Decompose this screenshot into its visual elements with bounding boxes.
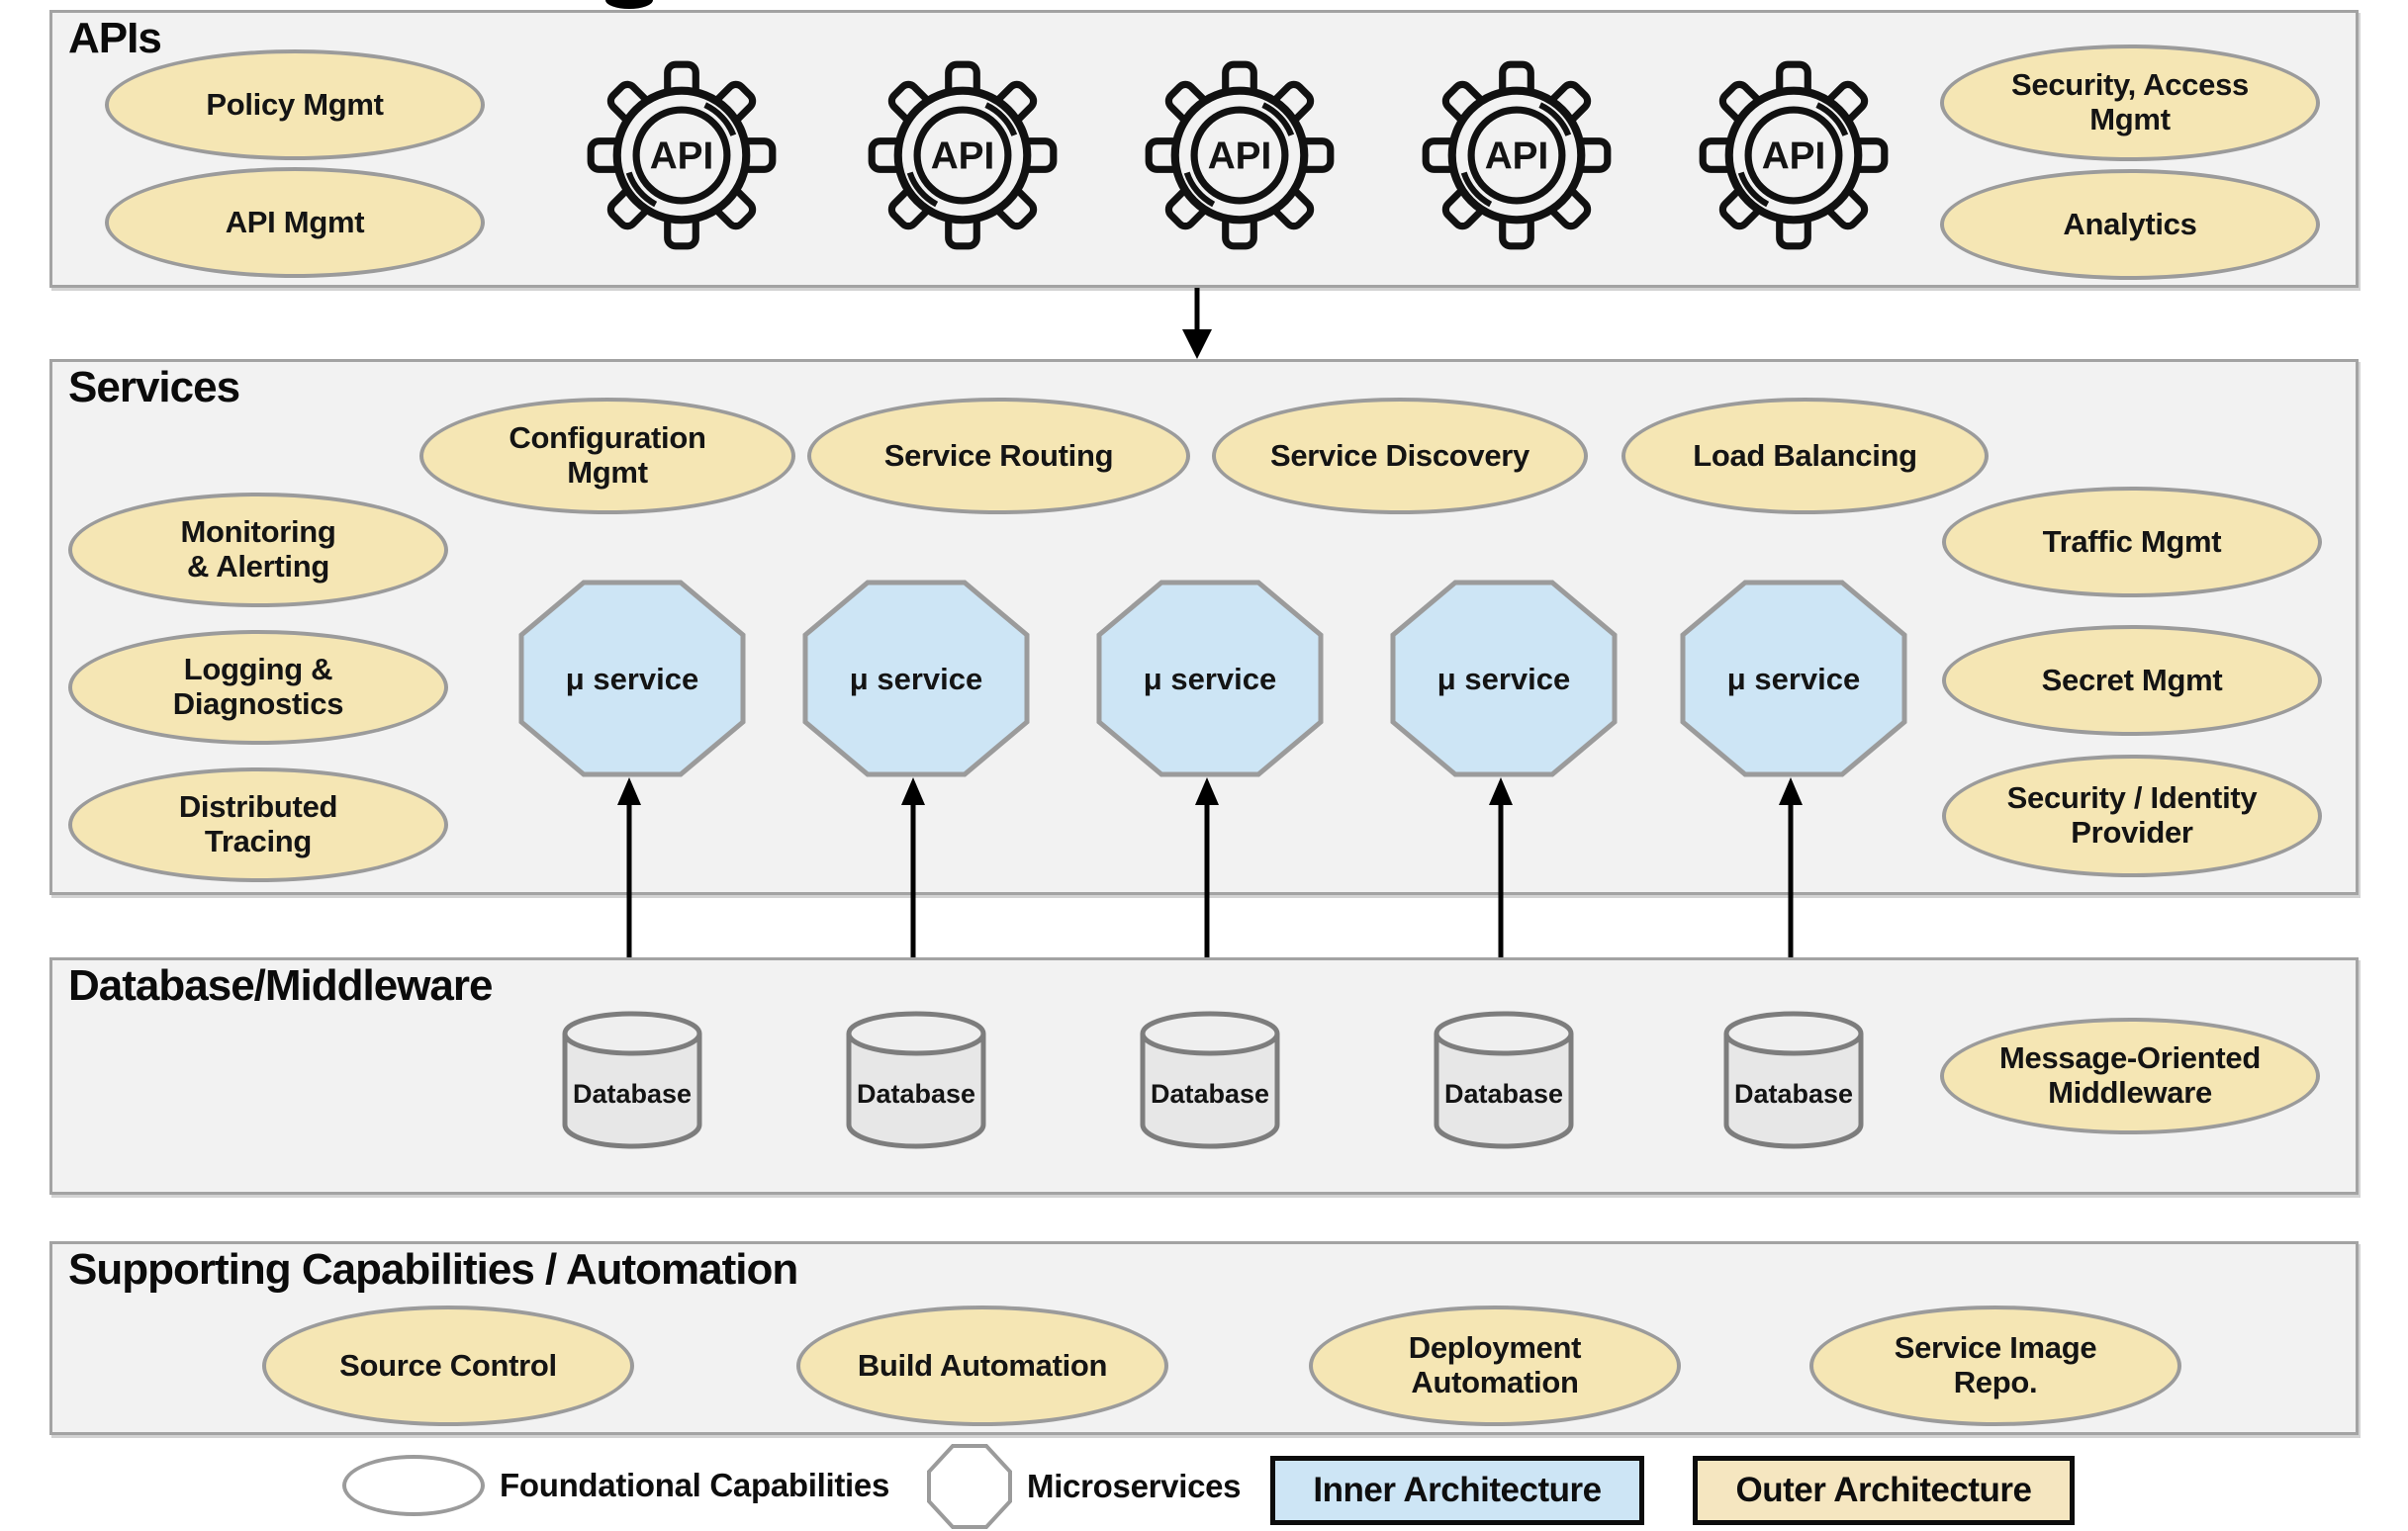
legend-microservices-label: Microservices — [1027, 1468, 1242, 1504]
svg-text:μ service: μ service — [1437, 662, 1570, 696]
svg-text:μ service: μ service — [850, 662, 982, 696]
capability-secret-mgmt: Secret Mgmt — [1942, 625, 2322, 736]
legend-foundational-label: Foundational Capabilities — [500, 1467, 890, 1503]
svg-text:API: API — [650, 135, 714, 177]
supporting-capabilities-section: Supporting Capabilities / Automation Sou… — [49, 1241, 2359, 1435]
microservice-octagon: μ service — [1096, 580, 1324, 777]
svg-text:Database: Database — [1444, 1079, 1563, 1109]
supporting-section-title: Supporting Capabilities / Automation — [68, 1245, 798, 1294]
api-gear-icon: API — [1416, 54, 1618, 256]
svg-text:Database: Database — [1151, 1079, 1269, 1109]
services-section: Services Configuration Mgmt Service Rout… — [49, 359, 2359, 895]
api-gear-icon: API — [581, 54, 783, 256]
database-cylinder: Database — [1723, 1011, 1864, 1149]
capability-service-discovery: Service Discovery — [1212, 398, 1588, 514]
svg-text:API: API — [1762, 135, 1826, 177]
microservice-octagon: μ service — [802, 580, 1030, 777]
capability-service-image-repo: Service Image Repo. — [1809, 1306, 2181, 1426]
capability-analytics: Analytics — [1940, 169, 2320, 280]
legend-microservices-octagon-icon — [927, 1444, 1012, 1529]
capability-distributed-tracing: Distributed Tracing — [68, 767, 448, 882]
svg-text:API: API — [931, 135, 995, 177]
svg-text:μ service: μ service — [566, 662, 698, 696]
capability-monitoring-alerting: Monitoring & Alerting — [68, 493, 448, 607]
capability-configuration-mgmt: Configuration Mgmt — [419, 398, 795, 514]
capability-service-routing: Service Routing — [807, 398, 1190, 514]
apis-section-title: APIs — [68, 14, 162, 62]
svg-text:Database: Database — [1734, 1079, 1853, 1109]
capability-security-identity-provider: Security / Identity Provider — [1942, 755, 2322, 877]
capability-deployment-automation: Deployment Automation — [1309, 1306, 1681, 1426]
svg-text:API: API — [1208, 135, 1272, 177]
api-gear-icon: API — [1693, 54, 1895, 256]
capability-security-access-mgmt: Security, Access Mgmt — [1940, 45, 2320, 161]
svg-text:Database: Database — [573, 1079, 692, 1109]
services-section-title: Services — [68, 363, 240, 411]
capability-api-mgmt: API Mgmt — [105, 167, 485, 278]
api-gear-icon: API — [862, 54, 1064, 256]
svg-text:μ service: μ service — [1144, 662, 1276, 696]
database-middleware-section: Database/Middleware Database Database Da… — [49, 957, 2359, 1195]
capability-logging-diagnostics: Logging & Diagnostics — [68, 630, 448, 745]
svg-text:API: API — [1485, 135, 1549, 177]
api-gear-icon: API — [1139, 54, 1341, 256]
database-cylinder: Database — [1434, 1011, 1574, 1149]
microservice-octagon: μ service — [1390, 580, 1618, 777]
legend-inner-architecture-box: Inner Architecture — [1270, 1456, 1644, 1525]
microservice-octagon: μ service — [518, 580, 746, 777]
apis-section: APIs Policy Mgmt API Mgmt API API API AP… — [49, 10, 2359, 288]
microservice-octagon: μ service — [1680, 580, 1907, 777]
capability-message-oriented-middleware: Message-Oriented Middleware — [1940, 1018, 2320, 1134]
apis-to-services-arrow-icon — [1182, 288, 1212, 359]
capability-load-balancing: Load Balancing — [1621, 398, 1989, 514]
legend-foundational-ellipse-icon — [342, 1455, 485, 1516]
capability-source-control: Source Control — [262, 1306, 634, 1426]
database-cylinder: Database — [1140, 1011, 1280, 1149]
cropped-title-remnant — [605, 0, 653, 9]
svg-text:μ service: μ service — [1727, 662, 1860, 696]
capability-policy-mgmt: Policy Mgmt — [105, 49, 485, 160]
legend-outer-architecture-box: Outer Architecture — [1693, 1456, 2075, 1525]
database-cylinder: Database — [846, 1011, 986, 1149]
capability-build-automation: Build Automation — [796, 1306, 1168, 1426]
capability-traffic-mgmt: Traffic Mgmt — [1942, 487, 2322, 597]
svg-text:Database: Database — [857, 1079, 975, 1109]
database-cylinder: Database — [562, 1011, 702, 1149]
database-section-title: Database/Middleware — [68, 961, 493, 1010]
